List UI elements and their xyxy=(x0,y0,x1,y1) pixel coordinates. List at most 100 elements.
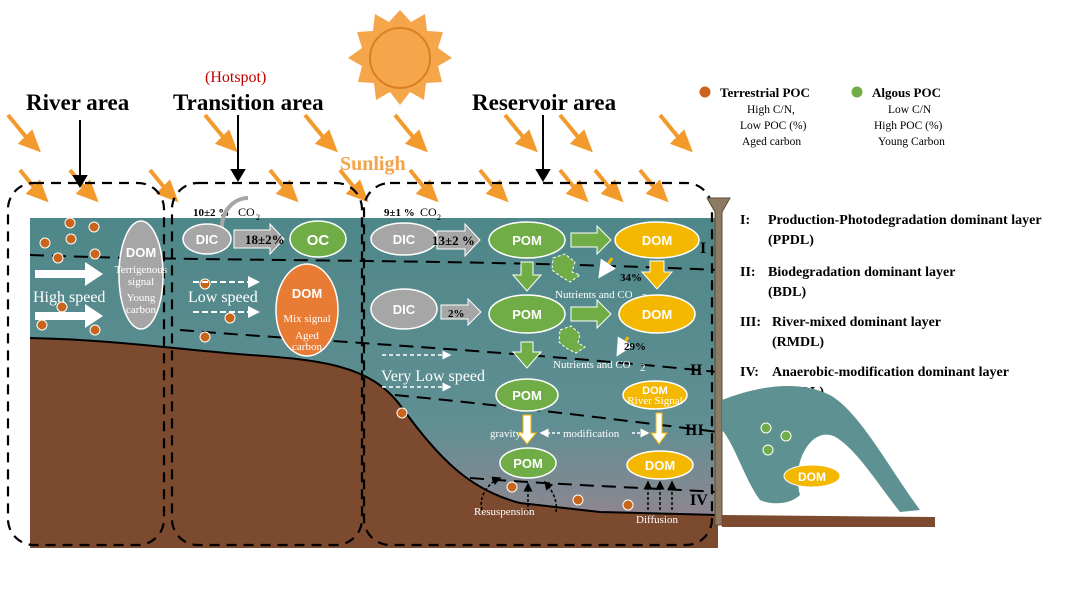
transition-dom-title: DOM xyxy=(292,286,322,301)
algous-poc-dot xyxy=(851,86,863,98)
terrestrial-poc-dot xyxy=(699,86,711,98)
transition-rate: 18±2% xyxy=(245,232,285,247)
layer-1-abbr: (PPDL) xyxy=(768,233,814,248)
transition-dom-line-1: Mix signal xyxy=(283,313,330,325)
low-speed-arrows xyxy=(193,276,260,318)
terrestrial-line-3: Aged carbon xyxy=(742,136,801,148)
resuspension-label: Resuspension xyxy=(474,506,535,518)
diffusion-label: Diffusion xyxy=(636,514,678,526)
transition-dom-line-3: carbon xyxy=(292,341,322,353)
transition-dom-line-2: Aged xyxy=(295,330,319,342)
sunlight-arrowhead xyxy=(600,179,624,203)
sunlight-arrowhead xyxy=(415,179,439,203)
river-dom-line-4: carbon xyxy=(126,304,156,316)
layer-4-name: Anaerobic-modification dominant layer xyxy=(772,365,1009,380)
reservoir-dom-4-label: DOM xyxy=(645,458,675,473)
transition-co2-sub: 2 xyxy=(256,213,260,222)
transition-co2-rate: 10±2 % xyxy=(193,207,229,219)
sediment-surface-line xyxy=(29,337,719,516)
layer-mark-4: IV xyxy=(690,492,708,509)
layer-1-numeral: I: xyxy=(740,213,750,228)
algae-leaf-1-icon xyxy=(551,253,582,283)
reservoir-pom-4-node xyxy=(499,447,557,479)
sunlight-arrowhead xyxy=(314,129,338,153)
layer-2-abbr: (BDL) xyxy=(768,285,806,300)
reservoir-dom-2-node xyxy=(618,294,696,334)
sunlight-arrowhead xyxy=(565,179,589,203)
spillway-water xyxy=(722,385,920,512)
reservoir-dom-2-label: DOM xyxy=(642,307,672,322)
algous-line-3: Young Carbon xyxy=(878,136,945,148)
dic2-to-pom2-arrow xyxy=(440,297,482,327)
transition-area-box xyxy=(170,181,364,547)
sunlight-arrowhead xyxy=(345,179,369,203)
downstream-ground xyxy=(722,515,935,527)
title-pointer-arrows xyxy=(72,115,551,188)
spillway-dom-label: DOM xyxy=(798,470,826,484)
sunlight-arrowhead xyxy=(75,179,99,203)
river-dom-title: DOM xyxy=(126,245,156,260)
layer-1-name: Production-Photodegradation dominant lay… xyxy=(768,213,1042,228)
reservoir-pom-3-node xyxy=(495,378,559,412)
pom1-to-dom1-arrow xyxy=(570,224,612,256)
sediment-bed xyxy=(30,338,718,548)
resuspension-arrows xyxy=(480,476,558,513)
reservoir-terrestrial-poc xyxy=(396,407,634,511)
sunlight-arrowhead xyxy=(404,129,428,153)
hotspot-label: (Hotspot) xyxy=(205,69,266,86)
algous-line-1: Low C/N xyxy=(888,104,932,116)
sunlight-arrowhead xyxy=(669,129,693,153)
transition-speed-label: Low speed xyxy=(188,289,258,306)
layer-mark-2: II xyxy=(690,362,702,379)
reservoir-area-box xyxy=(362,181,714,547)
nutrients-2-label: Nutrients and CO xyxy=(553,359,631,371)
very-low-speed-arrows xyxy=(382,350,452,392)
reservoir-pct-29: 29% xyxy=(624,341,646,353)
reservoir-pct-34: 34% xyxy=(620,272,642,284)
transition-oc-label: OC xyxy=(307,232,330,249)
sunlight-label: Sunligh xyxy=(340,153,406,175)
dam: DOM xyxy=(706,197,935,527)
river-terrestrial-poc xyxy=(36,217,101,336)
reservoir-pom-1-label: POM xyxy=(512,233,542,248)
dom2-down-arrow xyxy=(616,336,634,357)
river-speed-label: High speed xyxy=(33,289,105,306)
reservoir-pom-2-node xyxy=(488,294,566,334)
layer-mark-3: III xyxy=(685,422,704,439)
transition-area-title: Transition area xyxy=(173,90,324,115)
transition-dic-label: DIC xyxy=(196,232,219,247)
dom1-to-dom2-arrow xyxy=(640,260,674,290)
terrestrial-line-2: Low POC (%) xyxy=(740,120,807,132)
reservoir-pom-3-label: POM xyxy=(512,388,542,403)
reservoir-dom-1-node xyxy=(614,221,700,259)
reservoir-dom-3-sub: River Signal xyxy=(627,395,682,407)
reservoir-dom-1-label: DOM xyxy=(642,233,672,248)
sunlight-arrowhead xyxy=(485,179,509,203)
terrestrial-line-1: High C/N, xyxy=(747,104,795,116)
high-speed-arrows xyxy=(35,262,103,328)
algae-leaf-2-icon xyxy=(558,325,586,354)
sunlight-arrowhead xyxy=(275,179,299,203)
reservoir-pom-2-label: POM xyxy=(512,307,542,322)
water-body xyxy=(30,218,718,515)
reservoir-co2: CO xyxy=(420,205,437,219)
layer-4-numeral: IV: xyxy=(740,365,759,380)
sunlight-arrowhead xyxy=(514,129,538,153)
sunlight-arrowhead xyxy=(17,129,41,153)
spillway-dom xyxy=(783,464,841,488)
reservoir-dom-4-node xyxy=(626,450,694,480)
transition-dom-node xyxy=(275,263,339,357)
transition-dic-to-oc-arrow xyxy=(233,222,285,256)
layer-mark-1: I xyxy=(700,240,706,257)
transition-dic-node xyxy=(182,223,232,255)
layer-3-numeral: III: xyxy=(740,315,761,330)
reservoir-dic-2-node xyxy=(370,288,438,330)
layer-2-numeral: II: xyxy=(740,265,756,280)
transition-co2: CO xyxy=(238,205,255,219)
sunlight-arrowhead xyxy=(569,129,593,153)
sunlight-ray xyxy=(303,113,328,142)
river-dom-line-2: signal xyxy=(128,276,154,288)
reservoir-dom-3-node xyxy=(622,380,688,410)
settling-arrows xyxy=(516,412,668,445)
